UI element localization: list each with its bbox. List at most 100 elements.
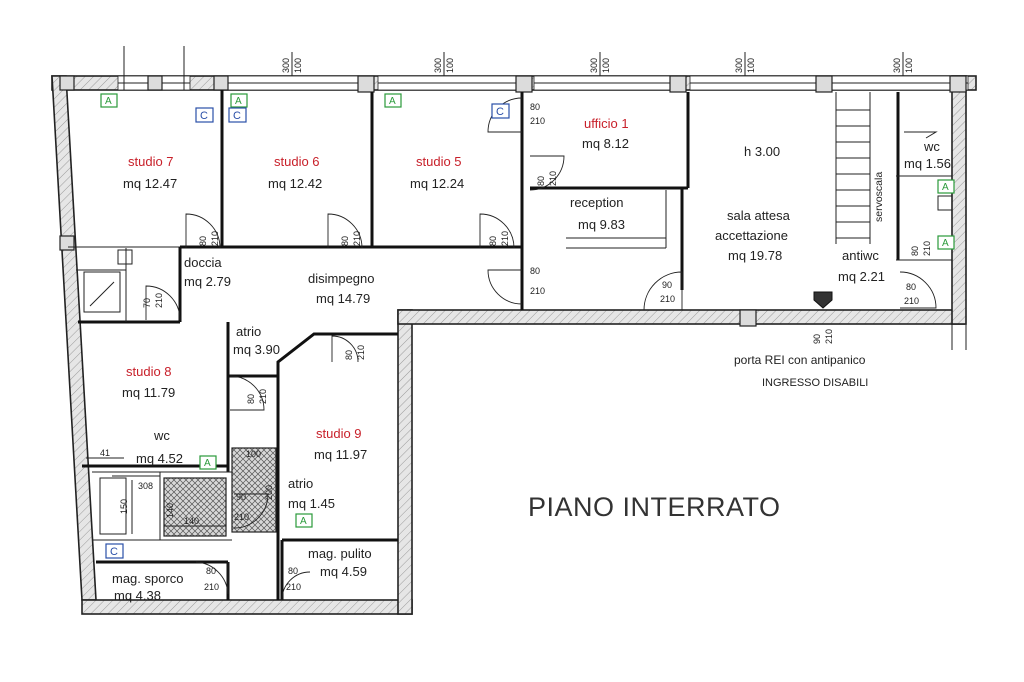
- stairs: [835, 92, 938, 244]
- room-mag-pulito-area: mq 4.59: [320, 564, 367, 579]
- badge-A-studio7: A: [100, 93, 118, 108]
- dim-200: 200: [264, 485, 274, 500]
- room-studio7-area: mq 12.47: [123, 176, 177, 191]
- door-d_sala-width: 90: [662, 280, 672, 290]
- window-dim-width-4: 300: [892, 58, 902, 73]
- door-d_pulito-height: 210: [286, 582, 301, 592]
- room-doccia-area: mq 2.79: [184, 274, 231, 289]
- interior-walls: [68, 90, 953, 600]
- door-d_s7-height: 210: [210, 231, 220, 246]
- door-d_doccia-width: 70: [142, 298, 152, 308]
- badge-A-studio5: A: [384, 93, 402, 108]
- room-studio6-name: studio 6: [274, 154, 320, 169]
- dim-140-vertical: 140: [165, 503, 175, 518]
- door-d_antiwc-height: 210: [904, 296, 919, 306]
- window-dim-height-4: 100: [904, 58, 914, 73]
- room-disimpegno-area: mq 14.79: [316, 291, 370, 306]
- room-studio9-name: studio 9: [316, 426, 362, 441]
- window-dim-height-3: 100: [746, 58, 756, 73]
- door-d_entr-width: 90: [812, 334, 822, 344]
- room-sala-name1: sala attesa: [727, 208, 791, 223]
- svg-text:A: A: [235, 96, 242, 107]
- room-ufficio1-name: ufficio 1: [584, 116, 629, 131]
- door-d_uff-height: 210: [530, 116, 545, 126]
- door-d_atrio-height: 210: [258, 389, 268, 404]
- window-dim-width-1: 300: [433, 58, 443, 73]
- svg-text:C: C: [496, 106, 504, 118]
- room-atrio2-area: mq 1.45: [288, 496, 335, 511]
- door-d_s7-width: 80: [198, 236, 208, 246]
- room-servoscala-name: servoscala: [873, 172, 885, 222]
- room-wc-top-area: mq 1.56: [904, 156, 951, 171]
- door-d_s5-height: 210: [500, 231, 510, 246]
- room-studio8-name: studio 8: [126, 364, 172, 379]
- dim-150: 150: [119, 499, 129, 514]
- svg-text:A: A: [300, 516, 307, 527]
- room-disimpegno-name: disimpegno: [308, 271, 375, 286]
- svg-text:A: A: [204, 458, 211, 469]
- room-wc-top-name: wc: [923, 139, 940, 154]
- room-mag-pulito-name: mag. pulito: [308, 546, 372, 561]
- badge-A-wc-top: A: [937, 179, 955, 194]
- door-d_sporco-width: 80: [206, 566, 216, 576]
- dim-140-horizontal: 140: [184, 516, 199, 526]
- door-d_rec_bot-height: 210: [530, 286, 545, 296]
- badge-A-studio6: A: [230, 93, 248, 108]
- room-wc-left-area: mq 4.52: [136, 451, 183, 466]
- svg-text:A: A: [105, 96, 112, 107]
- door-d_wc_top-width: 80: [910, 246, 920, 256]
- svg-text:A: A: [389, 96, 396, 107]
- room-doccia-name: doccia: [184, 255, 222, 270]
- badge-C-studio6: C: [228, 107, 247, 123]
- room-studio5-area: mq 12.24: [410, 176, 464, 191]
- room-studio5-name: studio 5: [416, 154, 462, 169]
- door-d_s9-height: 210: [356, 345, 366, 360]
- room-antiwc-name: antiwc: [842, 248, 879, 263]
- dim-41: 41: [100, 448, 110, 458]
- note-ingresso-disabili: INGRESSO DISABILI: [762, 377, 868, 389]
- door-d_s9-width: 80: [344, 350, 354, 360]
- entrance-arrow-icon: [813, 291, 833, 309]
- dim-308: 308: [138, 481, 153, 491]
- door-d_uff-width: 80: [530, 102, 540, 112]
- room-atrio1-name: atrio: [236, 324, 261, 339]
- misc-dimensions: 41 308 150 140 140 100 200: [86, 448, 274, 534]
- room-studio8-area: mq 11.79: [122, 385, 175, 400]
- door-d_rec_bot-width: 80: [530, 266, 540, 276]
- room-sala-area: mq 19.78: [728, 248, 782, 263]
- windows: [117, 75, 969, 91]
- svg-text:C: C: [110, 546, 118, 558]
- room-ufficio1-area: mq 8.12: [582, 136, 629, 151]
- door-d_rec_top-width: 80: [536, 176, 546, 186]
- room-antiwc-area: mq 2.21: [838, 269, 885, 284]
- badge-A-antiwc: A: [937, 235, 955, 250]
- room-studio7-name: studio 7: [128, 154, 174, 169]
- door-d_sporco-height: 210: [204, 582, 219, 592]
- door-d_s6-width: 80: [340, 236, 350, 246]
- door-d_doccia-height: 210: [154, 293, 164, 308]
- badge-C-studio7: C: [195, 107, 214, 123]
- room-mag-sporco-area: mq 4.38: [114, 588, 161, 603]
- room-studio6-area: mq 12.42: [268, 176, 322, 191]
- badge-C-ufficio: C: [491, 103, 510, 119]
- room-mag-sporco-name: mag. sporco: [112, 571, 184, 586]
- svg-text:A: A: [942, 182, 949, 193]
- room-sala-height: h 3.00: [744, 144, 780, 159]
- badge-C-mag: C: [105, 543, 124, 559]
- room-wc-left-name: wc: [153, 428, 170, 443]
- badge-A-atrio: A: [295, 513, 313, 528]
- door-d_rec_top-height: 210: [548, 171, 558, 186]
- window-dimension-marks: [123, 46, 904, 90]
- window-dim-width-3: 300: [734, 58, 744, 73]
- svg-text:A: A: [942, 238, 949, 249]
- door-d_atrio-width: 80: [246, 394, 256, 404]
- svg-text:C: C: [233, 110, 241, 122]
- door-d_pulito-width: 80: [288, 566, 298, 576]
- door-d_antiwc-width: 80: [906, 282, 916, 292]
- room-atrio2-name: atrio: [288, 476, 313, 491]
- door-swings: [145, 97, 937, 601]
- door-d_lift-width: 90: [236, 492, 246, 502]
- door-d_wc_top-height: 210: [922, 241, 932, 256]
